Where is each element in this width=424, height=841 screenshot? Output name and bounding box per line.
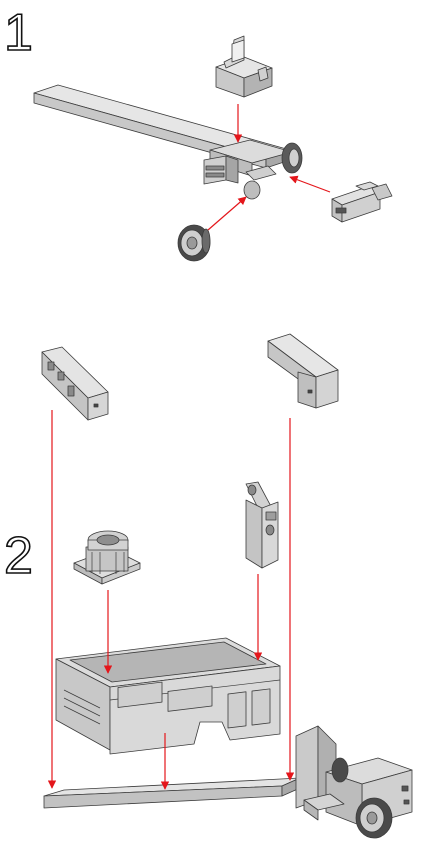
- front-axle: [204, 140, 302, 199]
- crane-base: [74, 531, 140, 584]
- cab-mount-bracket: [216, 36, 272, 97]
- left-toolbox: [42, 347, 108, 420]
- axle-bracket: [332, 182, 392, 222]
- step-1-number: 1: [4, 4, 33, 62]
- arrow-axle-bracket-to-axle: [290, 177, 330, 192]
- step-2-number: 2: [4, 527, 33, 585]
- service-body: [56, 638, 280, 754]
- crane-arm: [246, 482, 278, 568]
- right-toolbox: [268, 334, 338, 408]
- arrow-wheel-to-axle: [208, 197, 246, 230]
- wheel: [178, 225, 210, 261]
